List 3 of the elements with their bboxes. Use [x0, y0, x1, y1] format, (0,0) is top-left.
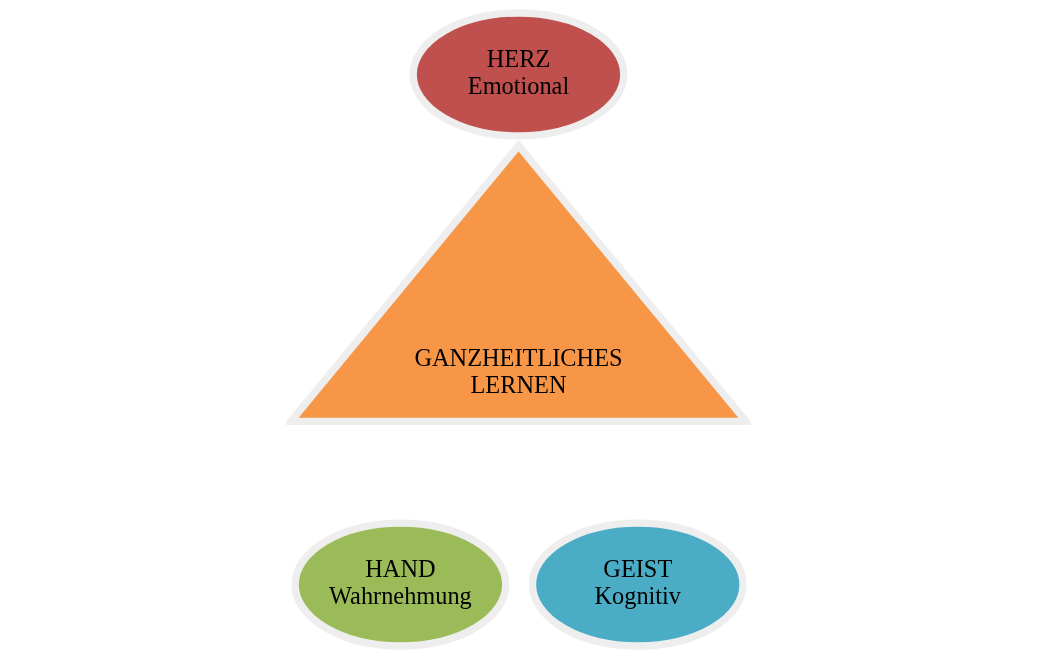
node-ellipse: HERZ Emotional [409, 9, 628, 140]
node-ellipse: GEIST Kognitiv [528, 519, 747, 650]
node-ellipse: HAND Wahrnehmung [291, 519, 510, 650]
